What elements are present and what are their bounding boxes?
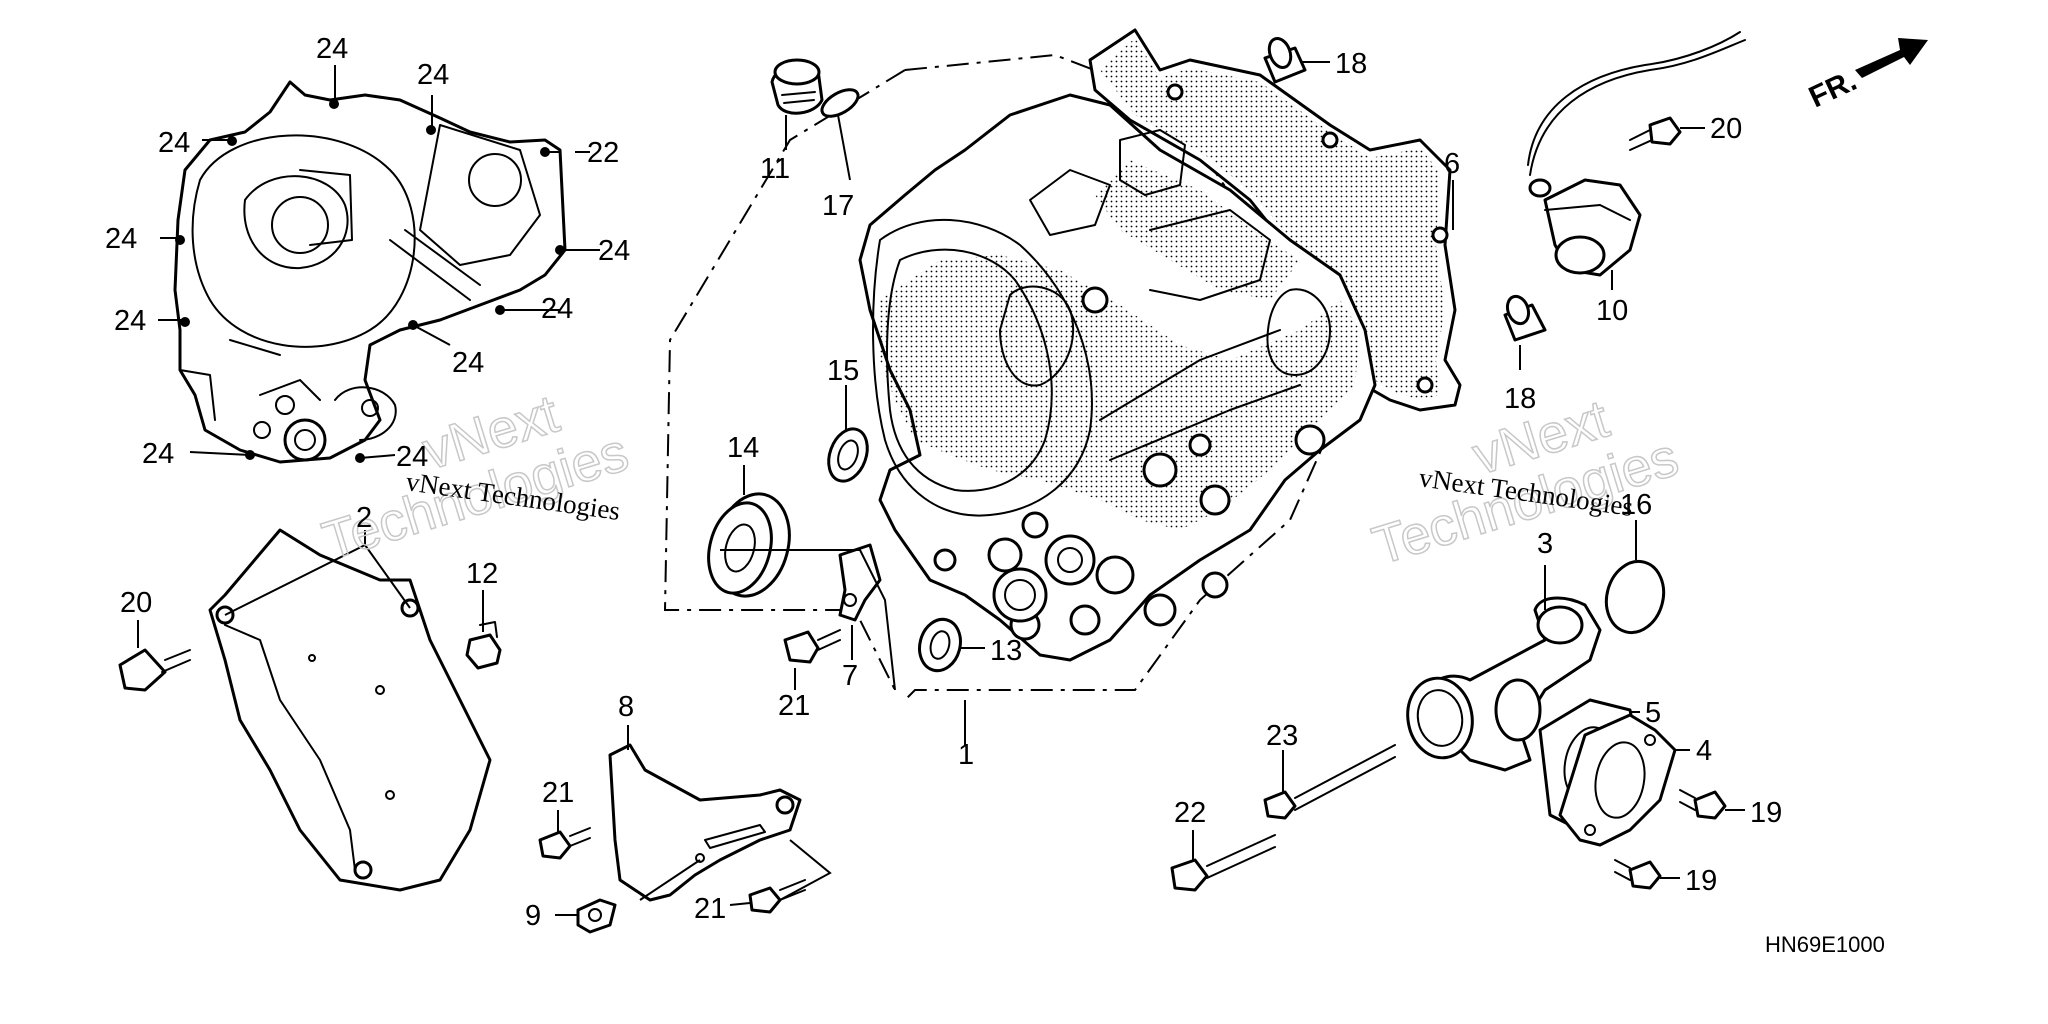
callout-11: 11 xyxy=(760,153,790,185)
callout-9: 9 xyxy=(525,900,541,932)
stud-bolt-part-23 xyxy=(1263,744,1396,820)
callout-18-lower: 18 xyxy=(1504,383,1536,415)
clip-part-9 xyxy=(576,898,617,934)
callout-10: 10 xyxy=(1596,295,1628,327)
callout-21-upper: 21 xyxy=(542,777,574,809)
callout-1: 1 xyxy=(958,739,974,771)
crankcase-cover-inner-view xyxy=(173,80,567,464)
callout-24-top-right: 24 xyxy=(417,59,449,91)
joint-pipe-part-3 xyxy=(1406,596,1602,772)
callout-13: 13 xyxy=(990,635,1022,667)
callout-17: 17 xyxy=(822,190,854,222)
callout-labels: 1 2 3 4 5 6 7 8 9 10 11 12 13 14 15 16 1… xyxy=(105,33,1782,932)
front-direction-indicator: FR. xyxy=(1804,38,1928,114)
oil-seal-part-13 xyxy=(918,617,962,673)
callout-24-bottom-right: 24 xyxy=(396,441,428,473)
callout-8: 8 xyxy=(618,691,634,723)
callout-21-center: 21 xyxy=(778,690,810,722)
bolt-part-12 xyxy=(465,621,502,670)
callout-23: 23 xyxy=(1266,720,1298,752)
callout-12: 12 xyxy=(466,558,498,590)
callout-21-lower: 21 xyxy=(694,893,726,925)
dowel-pin-part-upper xyxy=(1263,36,1307,84)
leader-lines xyxy=(137,61,1745,916)
watermark-right: vNext Technologies vNext Technologies xyxy=(1365,388,1686,577)
callout-24-left-upper: 24 xyxy=(158,127,190,159)
callout-3: 3 xyxy=(1537,528,1553,560)
callout-24-mid-right: 24 xyxy=(452,347,484,379)
callout-24-left-lower: 24 xyxy=(114,305,146,337)
oil-seal-part-15 xyxy=(827,427,869,483)
callout-24-right: 24 xyxy=(598,235,630,267)
bearing-part-14 xyxy=(707,492,791,598)
speed-sensor-part-10 xyxy=(1527,31,1746,277)
bolt-part-19-upper xyxy=(1679,789,1727,820)
bolt-part-20-right xyxy=(1629,116,1682,151)
bolt-part-19-lower xyxy=(1614,859,1662,890)
callout-24-left: 24 xyxy=(105,223,137,255)
front-direction-label: FR. xyxy=(1804,64,1862,114)
callout-19-upper: 19 xyxy=(1750,797,1782,829)
callout-4: 4 xyxy=(1696,735,1712,767)
callout-24-bottom-left: 24 xyxy=(142,438,174,470)
callout-7: 7 xyxy=(842,660,858,692)
callout-22-upper: 22 xyxy=(587,137,619,169)
callout-20-right: 20 xyxy=(1710,113,1742,145)
callout-24-right-mid: 24 xyxy=(541,293,573,325)
bolt-part-21-upper xyxy=(538,827,591,860)
clamp-part-7 xyxy=(838,543,882,622)
front-arrow-icon xyxy=(1855,38,1928,78)
callout-16: 16 xyxy=(1620,489,1652,521)
guard-plate-part-2 xyxy=(208,528,492,892)
filler-cap-part xyxy=(770,58,824,115)
callout-24-top: 24 xyxy=(316,33,348,65)
bracket-part-8 xyxy=(608,743,802,902)
callout-18-upper: 18 xyxy=(1335,48,1367,80)
callout-14: 14 xyxy=(727,432,759,464)
bolt-part-20-left xyxy=(118,648,191,692)
bolt-part-21-center xyxy=(783,629,841,664)
long-bolt-part-22 xyxy=(1170,834,1276,892)
callout-5: 5 xyxy=(1645,697,1661,729)
diagram-code: HN69E1000 xyxy=(1765,932,1885,957)
o-ring-part-17 xyxy=(820,88,860,118)
bolt-part-21-lower xyxy=(748,879,806,914)
crankcase-assembly xyxy=(663,28,1462,701)
callout-15: 15 xyxy=(827,355,859,387)
o-ring-part-16 xyxy=(1604,559,1666,635)
callout-2: 2 xyxy=(356,502,372,534)
callout-6: 6 xyxy=(1444,148,1460,180)
callout-19-lower: 19 xyxy=(1685,865,1717,897)
flange-plate-part-4 xyxy=(1558,713,1677,847)
dowel-pin-part-lower xyxy=(1503,294,1547,342)
callout-20-left: 20 xyxy=(120,587,152,619)
callout-22-lower: 22 xyxy=(1174,797,1206,829)
